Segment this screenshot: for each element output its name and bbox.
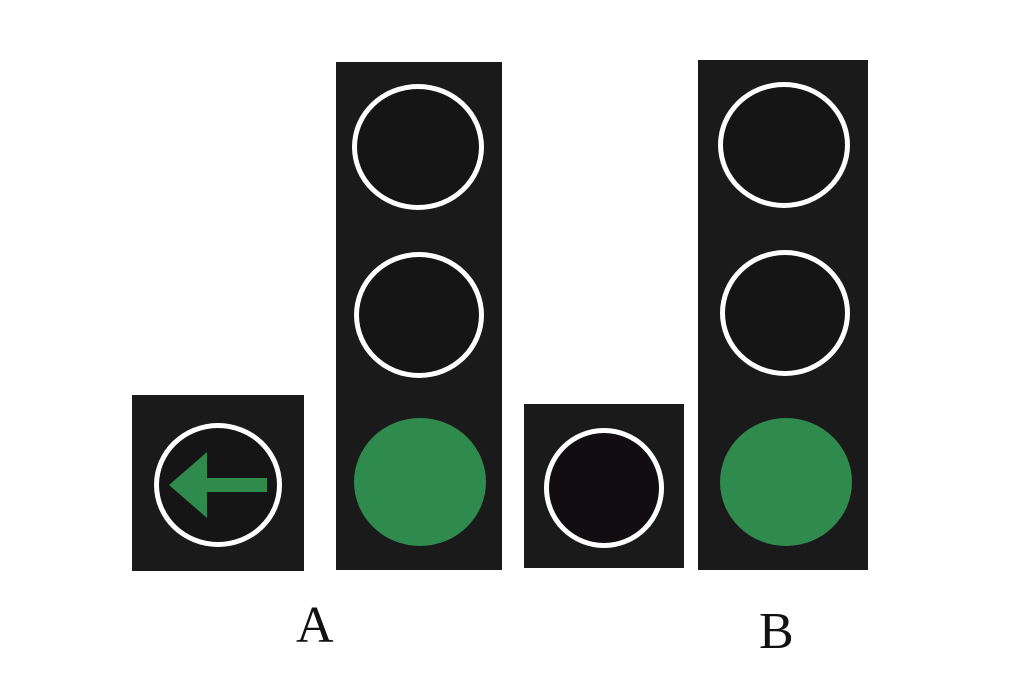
middle-lamp-a <box>354 252 484 378</box>
middle-lamp-b <box>720 250 850 376</box>
arrow-lamp <box>154 423 282 547</box>
arrow-signal-panel-a <box>132 395 304 571</box>
black-lamp <box>544 428 664 548</box>
label-b: B <box>759 603 794 660</box>
top-lamp-a <box>352 84 484 210</box>
round-signal-panel-b <box>524 404 684 568</box>
left-arrow-icon <box>169 452 267 518</box>
three-light-signal-panel-b <box>698 60 868 570</box>
bottom-green-lamp-b <box>720 418 852 546</box>
label-a: A <box>296 597 334 654</box>
top-lamp-b <box>718 82 850 208</box>
three-light-signal-panel-a <box>336 62 502 570</box>
bottom-green-lamp-a <box>354 418 486 546</box>
